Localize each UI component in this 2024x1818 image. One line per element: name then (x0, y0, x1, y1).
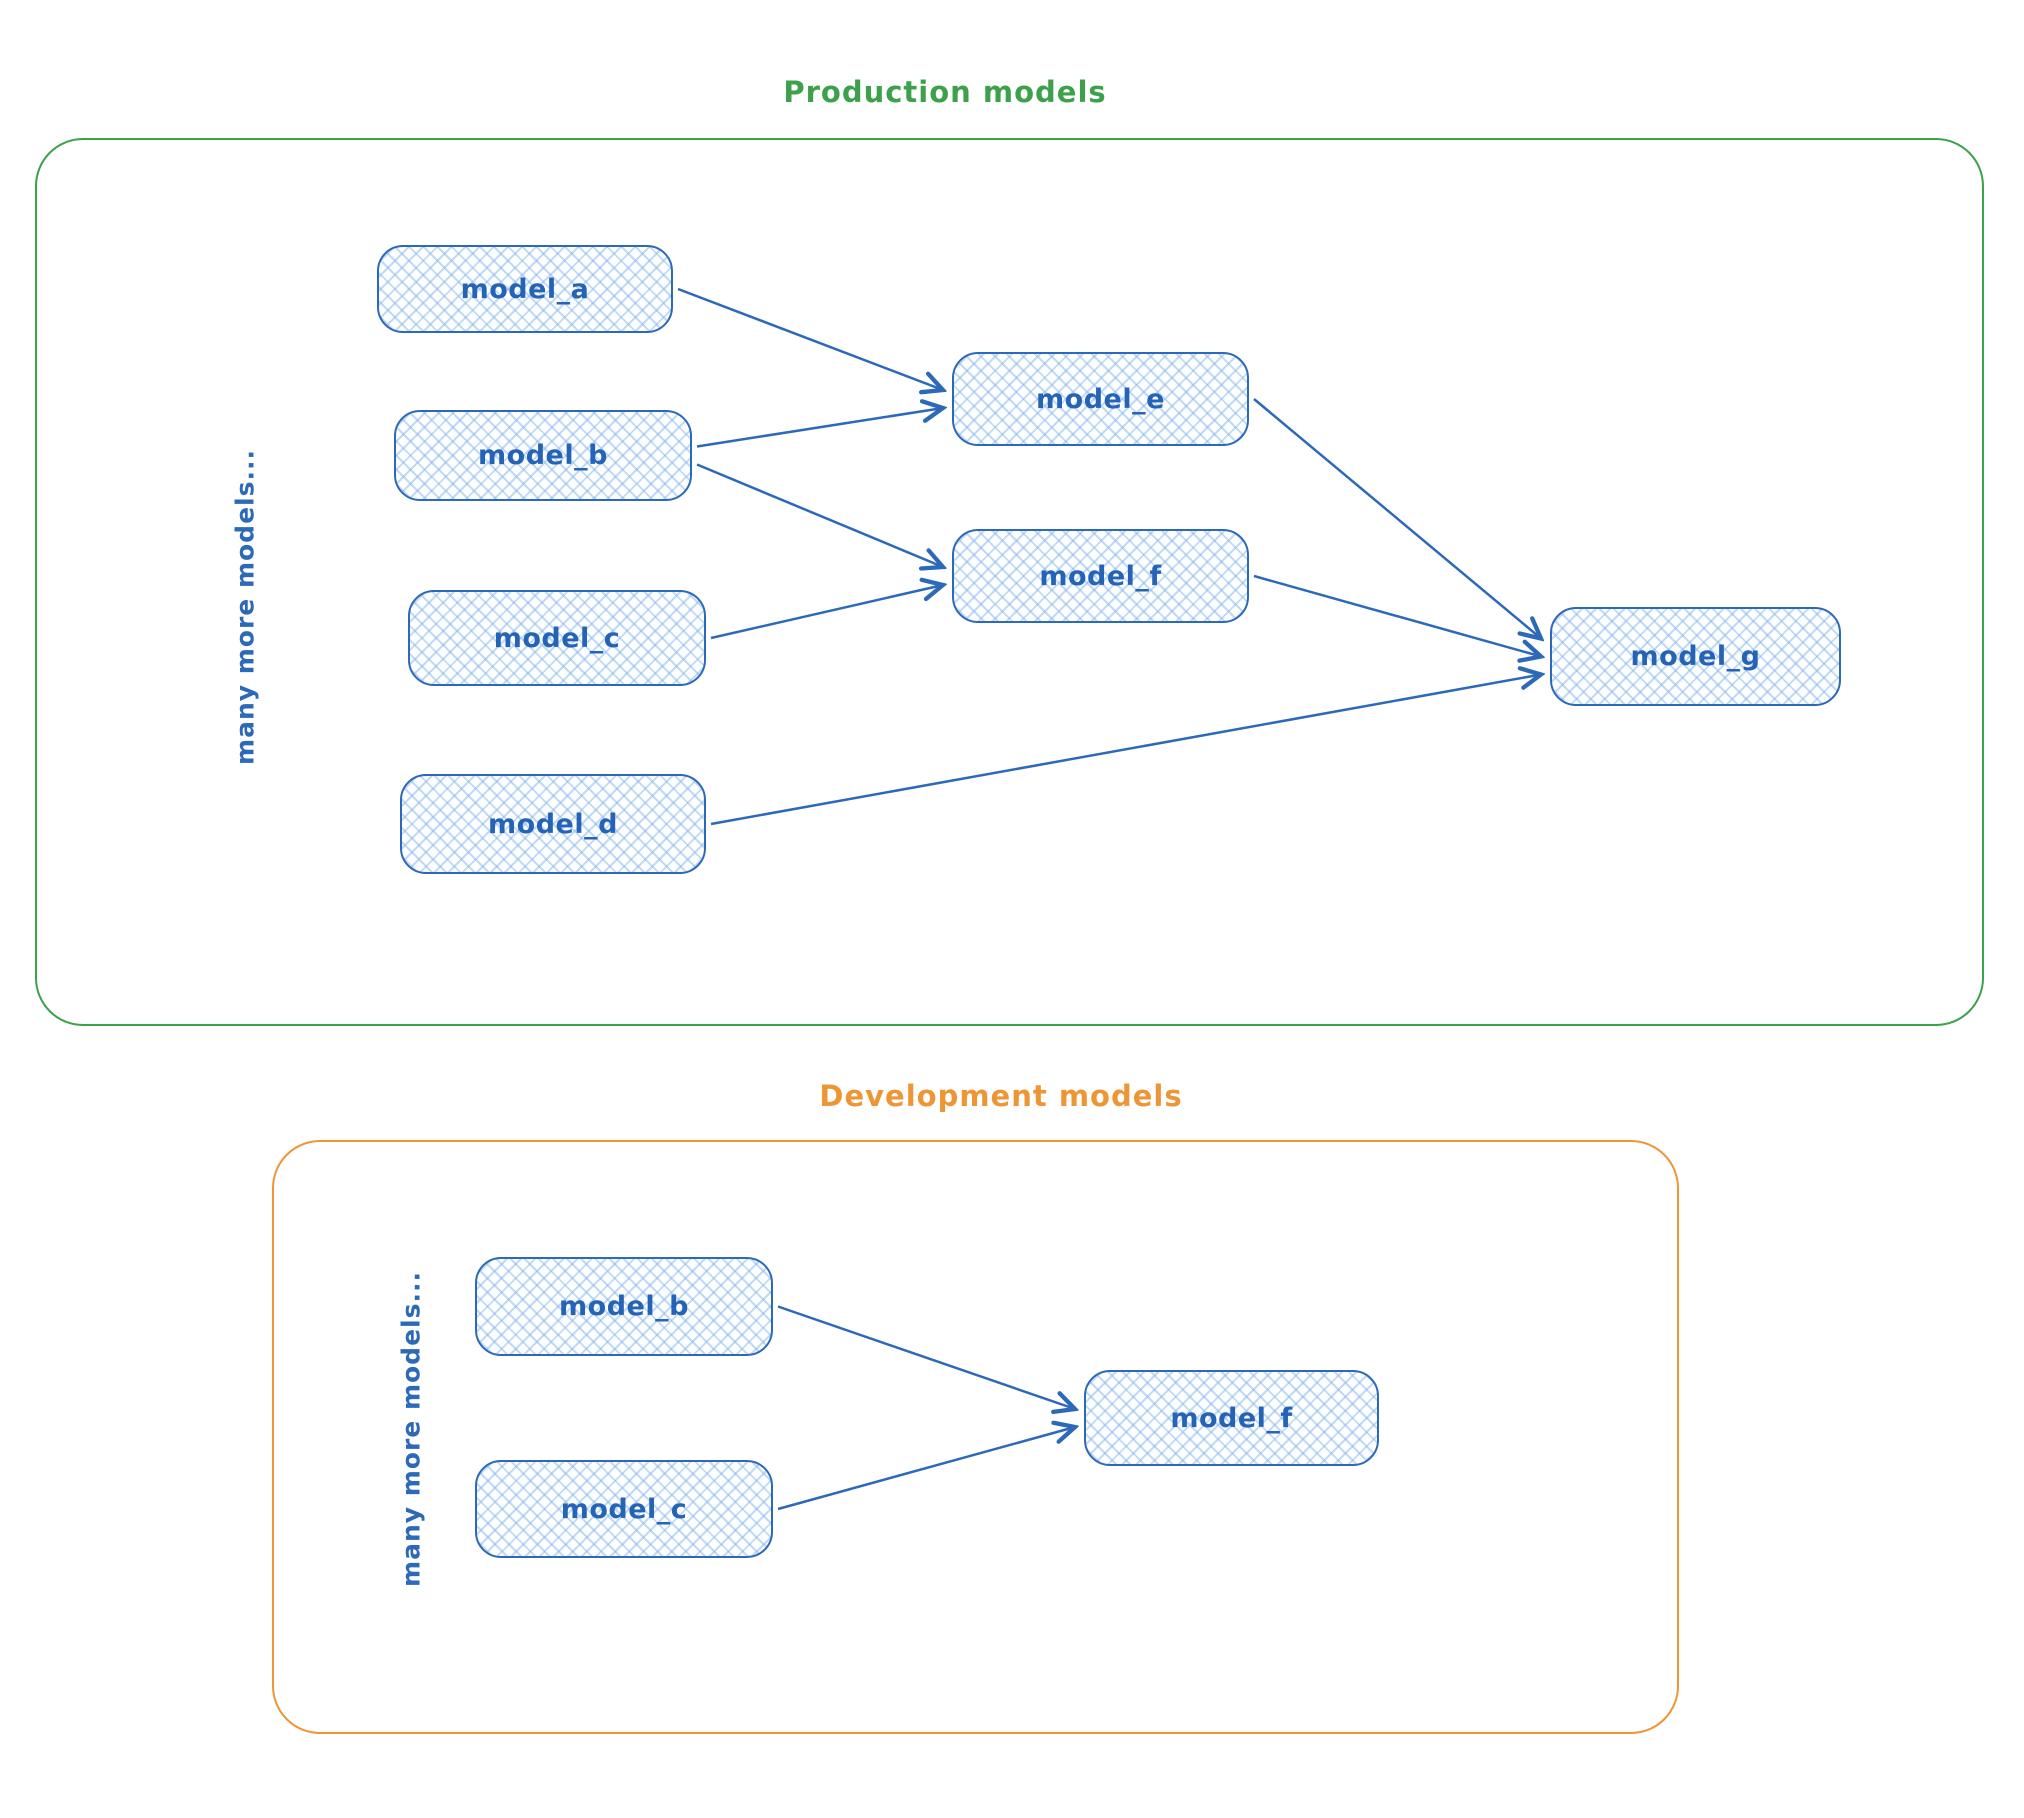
node-development-model_c: model_c (475, 1460, 773, 1558)
node-label: model_a (460, 273, 590, 305)
node-development-model_b: model_b (475, 1257, 773, 1356)
development-title: Development models (819, 1079, 1183, 1113)
node-production-model_a: model_a (377, 245, 673, 333)
node-production-model_c: model_c (408, 590, 706, 686)
development-section-frame: many more models... model_b model_c mode… (272, 1140, 1679, 1734)
node-production-model_e: model_e (952, 352, 1249, 446)
node-label: model_b (478, 440, 608, 471)
production-side-label: many more models... (230, 449, 260, 765)
node-label: model_c (493, 622, 621, 654)
node-production-model_d: model_d (400, 774, 706, 874)
node-label: model_e (1036, 383, 1165, 415)
production-title: Production models (783, 75, 1107, 109)
node-label: model_b (559, 1291, 689, 1322)
node-label: model_f (1170, 1402, 1293, 1434)
node-development-model_f: model_f (1084, 1370, 1379, 1466)
node-production-model_f: model_f (952, 529, 1249, 623)
node-label: model_g (1630, 641, 1761, 672)
node-label: model_d (488, 808, 618, 840)
development-side-label: many more models... (396, 1271, 426, 1587)
node-production-model_b: model_b (394, 410, 692, 501)
production-section-frame: many more models... model_a model_b mode… (35, 138, 1984, 1026)
node-label: model_c (560, 1493, 688, 1525)
node-label: model_f (1039, 560, 1162, 592)
node-production-model_g: model_g (1550, 607, 1841, 706)
